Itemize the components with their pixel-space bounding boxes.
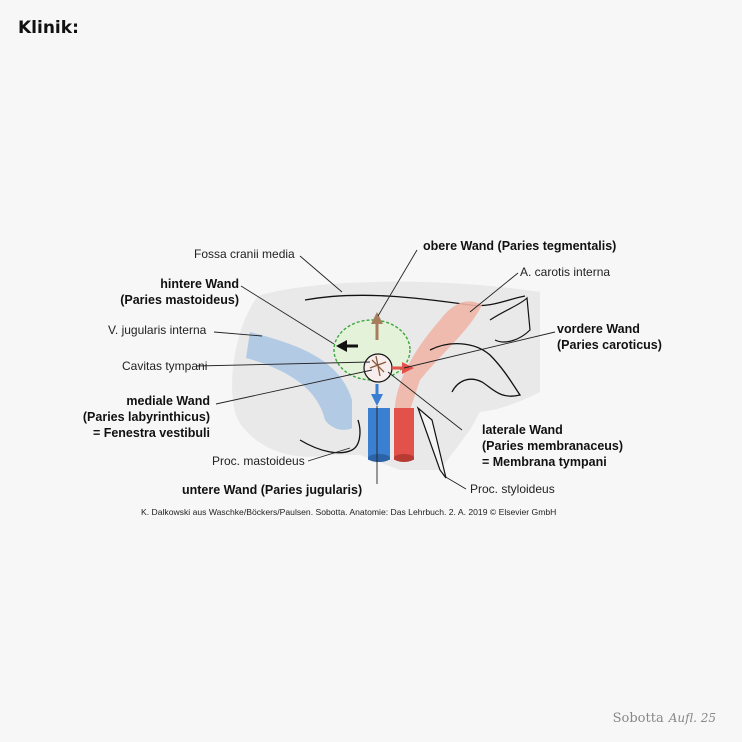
- label-laterale-wand-3: = Membrana tympani: [482, 455, 607, 469]
- label-v-jugularis-interna: V. jugularis interna: [108, 323, 207, 337]
- label-a-carotis-interna: A. carotis interna: [520, 265, 610, 279]
- label-untere-wand: untere Wand (Paries jugularis): [182, 483, 362, 497]
- arrow-back-head: [336, 340, 347, 352]
- arrow-forward-head: [402, 362, 414, 374]
- vein-tube-end: [368, 454, 390, 462]
- artery-band: [394, 301, 482, 420]
- label-proc-mastoideus: Proc. mastoideus: [212, 454, 305, 468]
- leader-lines: [195, 249, 556, 490]
- proc-styloideus-shape: [416, 406, 447, 479]
- artery-tube-end: [394, 454, 414, 462]
- ossicles: [369, 355, 387, 377]
- vein-band: [246, 332, 352, 430]
- label-mediale-wand-2: (Paries labyrinthicus): [83, 410, 210, 424]
- label-mediale-wand-3: = Fenestra vestibuli: [93, 426, 210, 440]
- label-cavitas-tympani: Cavitas tympani: [122, 359, 207, 373]
- label-laterale-wand-2: (Paries membranaceus): [482, 439, 623, 453]
- right-bone-outline-2: [489, 296, 531, 343]
- arrow-down-head: [371, 394, 383, 406]
- label-proc-styloideus: Proc. styloideus: [470, 482, 555, 496]
- arrow-up-head: [371, 312, 383, 324]
- fossa-outline: [304, 294, 526, 307]
- label-hintere-wand-1: hintere Wand: [160, 277, 239, 291]
- vein-tube: [368, 408, 390, 460]
- right-bone-outline: [429, 343, 522, 397]
- label-vordere-wand-2: (Paries caroticus): [557, 338, 662, 352]
- label-vordere-wand-1: vordere Wand: [557, 322, 640, 336]
- label-laterale-wand-1: laterale Wand: [482, 423, 563, 437]
- proc-mastoideus-shape: [299, 419, 361, 454]
- brand-name: Sobotta: [612, 711, 664, 726]
- artery-tube: [394, 408, 414, 460]
- label-hintere-wand-2: (Paries mastoideus): [120, 293, 239, 307]
- label-mediale-wand-1: mediale Wand: [126, 394, 210, 408]
- label-fossa-cranii-media: Fossa cranii media: [194, 247, 295, 261]
- label-obere-wand: obere Wand (Paries tegmentalis): [423, 239, 616, 253]
- brand-footer: Sobotta Aufl. 25: [613, 711, 716, 726]
- page-heading: Klinik:: [18, 18, 79, 38]
- figure-credit: K. Dalkowski aus Waschke/Böckers/Paulsen…: [141, 507, 556, 517]
- brand-edition: Aufl. 25: [668, 711, 716, 725]
